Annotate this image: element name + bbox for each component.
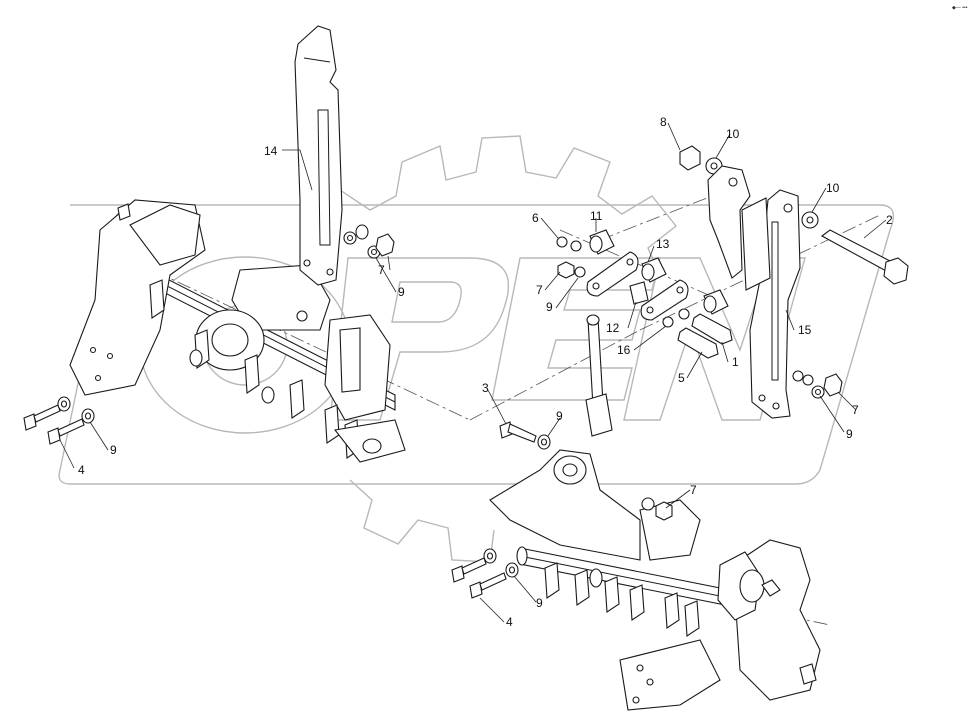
callout-4: 4 [506, 615, 513, 629]
callout-6: 6 [532, 211, 539, 225]
callout-16: 16 [617, 343, 631, 357]
callout-9: 9 [398, 285, 405, 299]
corner-mark: ◆— ••• [952, 5, 968, 11]
callout-9: 9 [536, 596, 543, 610]
callout-9: 9 [546, 300, 553, 314]
callout-7: 7 [690, 483, 697, 497]
callout-7: 7 [852, 403, 859, 417]
callout-labels: 14 8 10 10 2 6 11 13 7 9 7 9 12 16 15 1 … [78, 115, 893, 629]
callout-13: 13 [656, 237, 670, 251]
callout-9: 9 [556, 409, 563, 423]
right-lower-bolts [451, 548, 519, 599]
callout-15: 15 [798, 323, 812, 337]
callout-9: 9 [110, 443, 117, 457]
callout-12: 12 [606, 321, 620, 335]
callout-11: 11 [590, 209, 603, 223]
left-bolts [23, 396, 95, 445]
callout-10: 10 [826, 181, 840, 195]
callout-5: 5 [678, 371, 685, 385]
callout-9: 9 [846, 427, 853, 441]
callout-2: 2 [886, 213, 893, 227]
callout-7: 7 [378, 263, 385, 277]
part-14-bracket [294, 25, 395, 286]
callout-7: 7 [536, 283, 543, 297]
callout-8: 8 [660, 115, 667, 129]
callout-10: 10 [726, 127, 740, 141]
right-top-parts [679, 145, 909, 419]
callout-4: 4 [78, 463, 85, 477]
left-frame-assembly [69, 199, 406, 463]
center-parts [499, 229, 733, 450]
callout-1: 1 [732, 355, 739, 369]
right-frame-assembly [489, 449, 821, 711]
callout-3: 3 [482, 381, 489, 395]
leader-lines [59, 122, 887, 623]
callout-14: 14 [264, 144, 278, 158]
